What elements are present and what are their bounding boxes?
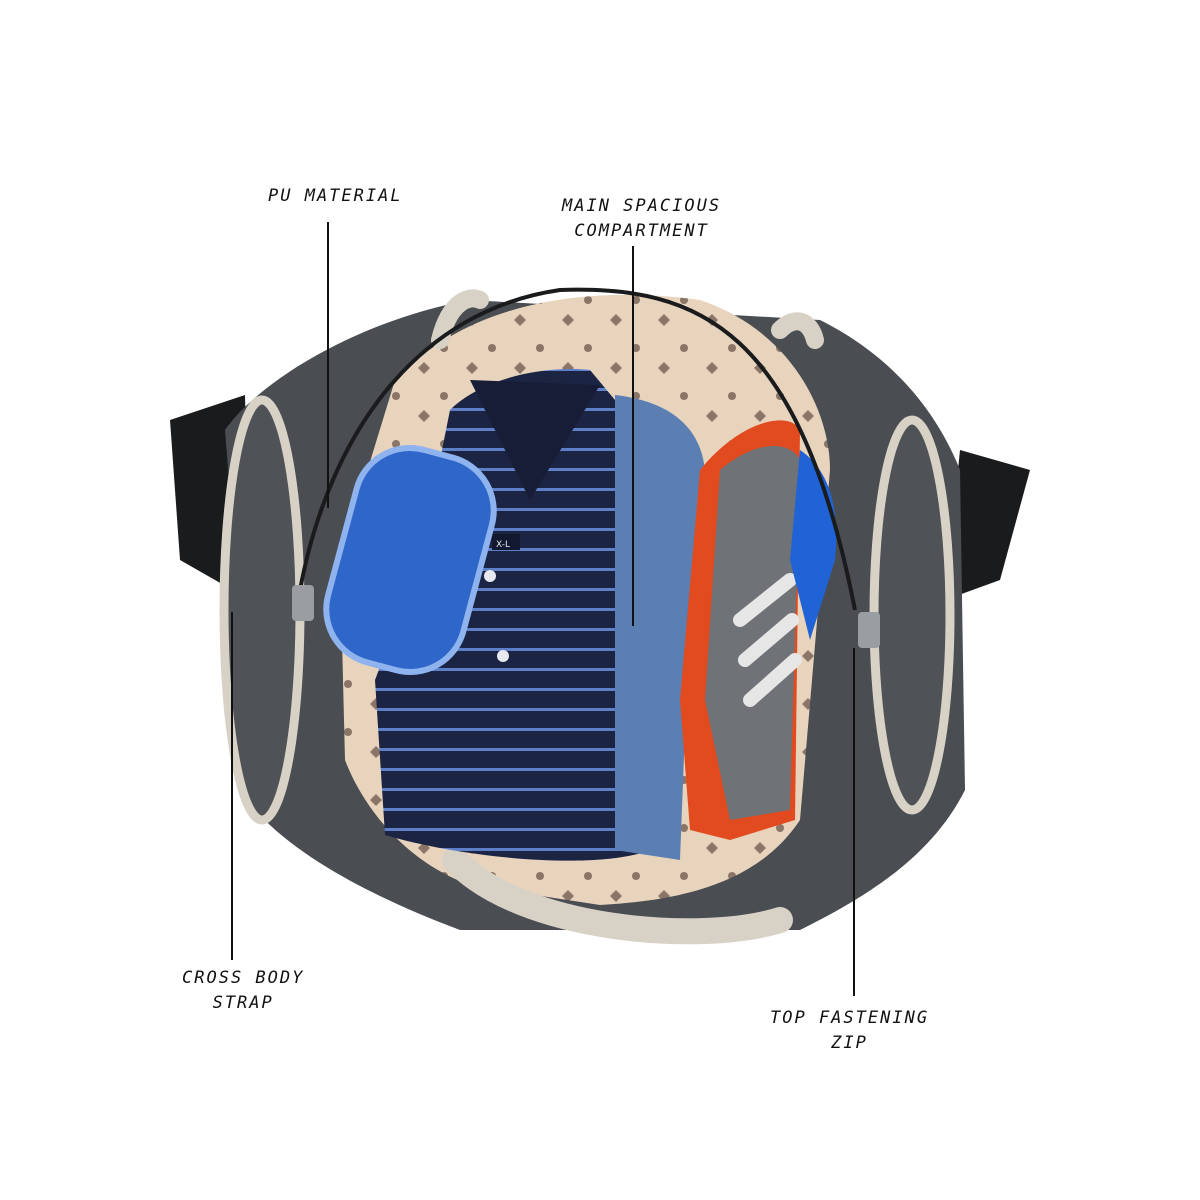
denim-jeans — [615, 395, 705, 860]
callout-pu-material: PU MATERIAL — [268, 184, 403, 209]
polo-collar — [470, 380, 600, 500]
leader-cross-body-strap — [231, 612, 233, 960]
callout-cross-body-line1: CROSS BODY — [182, 968, 305, 988]
bottom-handle — [442, 847, 793, 945]
callout-cross-body-line2: STRAP — [212, 993, 274, 1013]
leader-pu-material — [327, 222, 329, 508]
sneaker-stripes — [733, 573, 802, 707]
shirt-size-text: X-L — [496, 540, 510, 550]
callout-top-zip-line2: ZIP — [831, 1033, 868, 1053]
polo-button — [497, 650, 509, 662]
callout-top-zip-line1: TOP FASTENING — [770, 1008, 930, 1028]
top-zipper — [298, 287, 857, 611]
sneaker-upper — [705, 446, 800, 820]
cross-body-strap-right — [945, 450, 1030, 600]
callout-main-compartment: MAIN SPACIOUS COMPARTMENT — [562, 194, 721, 244]
leader-top-fastening-zip — [853, 648, 855, 996]
zip-pull-right — [858, 612, 880, 648]
polo-button — [484, 570, 496, 582]
blue-storage-case — [323, 444, 497, 676]
zip-pull-left — [292, 585, 314, 621]
left-end-panel — [219, 395, 305, 825]
callout-pu-material-text: PU MATERIAL — [268, 186, 403, 206]
callout-top-fastening-zip: TOP FASTENING ZIP — [770, 1006, 929, 1056]
callout-main-compartment-line1: MAIN SPACIOUS — [562, 196, 722, 216]
right-end-panel — [869, 415, 955, 815]
shirt-size-tag — [492, 534, 520, 550]
top-handle — [431, 289, 824, 349]
callout-cross-body-strap: CROSS BODY STRAP — [182, 966, 304, 1016]
leader-main-compartment — [632, 246, 634, 626]
callout-main-compartment-line2: COMPARTMENT — [574, 221, 709, 241]
